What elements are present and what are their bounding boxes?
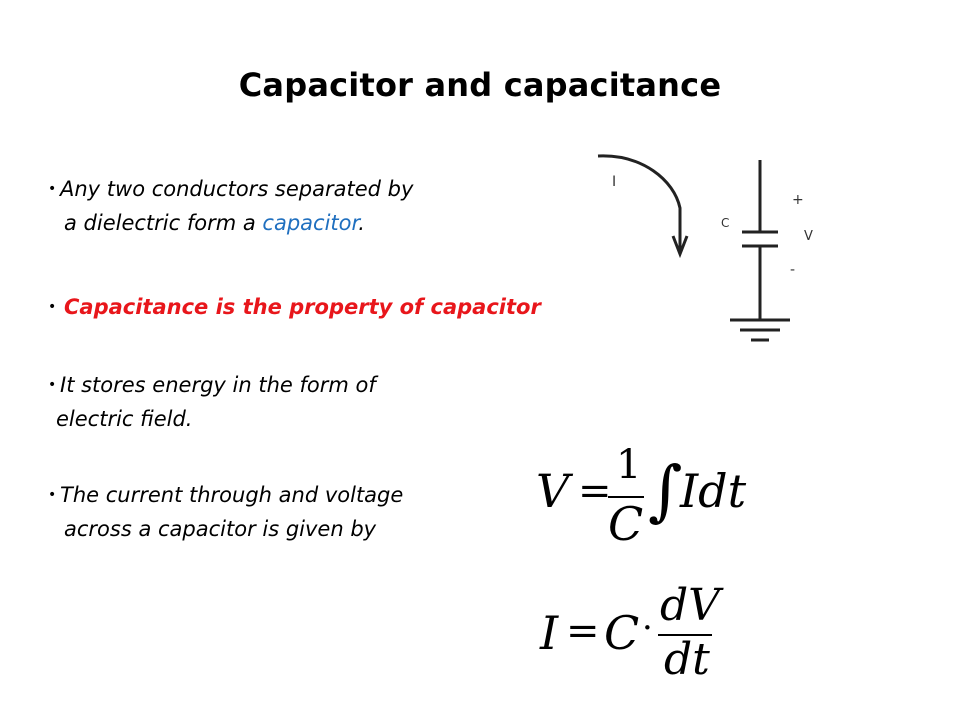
current-arrow	[597, 154, 689, 259]
capacitor-symbol	[742, 160, 778, 320]
eq2-numerator: dV	[660, 580, 720, 631]
bullet-dot: •	[48, 299, 57, 315]
capacitor-highlight: capacitor	[262, 211, 359, 235]
eq1-fraction-bar	[608, 496, 644, 498]
eq1-equals: =	[578, 468, 612, 514]
bullet-text-red: Capacitance is the property of capacitor	[64, 295, 541, 319]
eq1-integral: ∫	[648, 452, 683, 529]
plus-label: +	[792, 192, 804, 208]
bullet-dot: •	[48, 487, 57, 503]
bullet-text: a dielectric form a	[64, 211, 263, 235]
current-label: I	[612, 174, 616, 190]
bullet-text: It stores energy in the form of	[60, 373, 376, 397]
capacitor-label: C	[721, 216, 729, 230]
voltage-label: V	[804, 229, 813, 244]
bullet-text: The current through and voltage	[60, 483, 404, 507]
bullet-energy: •It stores energy in the form of electri…	[48, 368, 376, 436]
bullet-continuation: a dielectric form a capacitor.	[48, 206, 413, 240]
eq2-factor: C	[604, 606, 640, 660]
eq2-fraction-bar	[658, 634, 712, 636]
capacitor-circuit-diagram: I C + V -	[597, 154, 813, 342]
eq2-dot: ·	[642, 608, 653, 648]
eq1-denominator: C	[608, 497, 644, 551]
eq2-equals: =	[566, 608, 600, 654]
eq1-integrand: Idt	[680, 464, 747, 518]
ground-symbol	[730, 318, 790, 342]
slide-title: Capacitor and capacitance	[238, 66, 722, 104]
bullet-text: .	[358, 211, 365, 235]
eq2-denominator: dt	[664, 634, 710, 685]
bullet-dot: •	[48, 377, 57, 393]
bullet-capacitance: • Capacitance is the property of capacito…	[48, 290, 541, 324]
bullet-continuation: across a capacitor is given by	[64, 517, 377, 541]
bullet-conductors: •Any two conductors separated by a diele…	[48, 172, 413, 240]
bullet-current-voltage: •The current through and voltage across …	[48, 478, 403, 546]
bullet-text: Any two conductors separated by	[60, 177, 414, 201]
eq1-lhs: V	[536, 464, 570, 518]
bullet-continuation: electric field.	[56, 407, 193, 431]
minus-label: -	[790, 262, 795, 278]
bullet-dot: •	[48, 181, 57, 197]
eq2-lhs: I	[540, 606, 559, 660]
eq1-numerator: 1	[616, 442, 642, 488]
